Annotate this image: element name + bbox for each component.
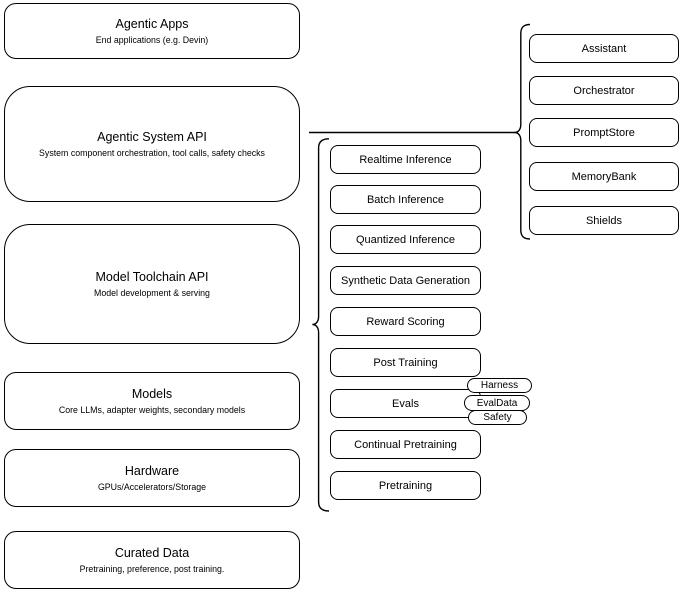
- node-evals: Evals: [330, 389, 481, 418]
- node-memorybank-label: MemoryBank: [571, 170, 637, 183]
- box-agentic-apps-title: Agentic Apps: [115, 16, 189, 31]
- node-synthetic-data-generation: Synthetic Data Generation: [330, 266, 481, 295]
- node-batch-inference-label: Batch Inference: [366, 193, 445, 206]
- node-pretraining: Pretraining: [330, 471, 481, 500]
- box-curated-data: Curated Data Pretraining, preference, po…: [4, 531, 300, 589]
- tag-evaldata: EvalData: [464, 395, 530, 411]
- system-group-brace: [514, 23, 531, 240]
- box-hardware-subtitle: GPUs/Accelerators/Storage: [97, 481, 207, 492]
- node-reward-scoring-label: Reward Scoring: [366, 315, 445, 328]
- node-orchestrator: Orchestrator: [529, 76, 679, 105]
- box-model-toolchain-api-title: Model Toolchain API: [95, 269, 209, 284]
- box-hardware-title: Hardware: [124, 463, 180, 478]
- box-curated-data-subtitle: Pretraining, preference, post training.: [79, 563, 225, 574]
- node-synthetic-data-generation-label: Synthetic Data Generation: [340, 274, 471, 287]
- box-hardware: Hardware GPUs/Accelerators/Storage: [4, 449, 300, 507]
- tag-evaldata-label: EvalData: [476, 397, 518, 409]
- node-memorybank: MemoryBank: [529, 162, 679, 191]
- tag-safety: Safety: [468, 410, 527, 425]
- tag-safety-label: Safety: [483, 412, 512, 423]
- box-model-toolchain-api: Model Toolchain API Model development & …: [4, 224, 300, 344]
- box-agentic-apps: Agentic Apps End applications (e.g. Devi…: [4, 3, 300, 59]
- box-models: Models Core LLMs, adapter weights, secon…: [4, 372, 300, 430]
- toolchain-group-brace: [312, 138, 330, 512]
- node-batch-inference: Batch Inference: [330, 185, 481, 214]
- node-realtime-inference: Realtime Inference: [330, 145, 481, 174]
- node-evals-label: Evals: [392, 397, 419, 410]
- box-models-subtitle: Core LLMs, adapter weights, secondary mo…: [58, 404, 246, 415]
- node-assistant-label: Assistant: [581, 42, 627, 55]
- node-post-training: Post Training: [330, 348, 481, 377]
- tag-harness-label: Harness: [480, 380, 519, 391]
- node-post-training-label: Post Training: [373, 356, 438, 369]
- node-shields-label: Shields: [585, 214, 623, 227]
- node-promptstore: PromptStore: [529, 118, 679, 147]
- node-quantized-inference: Quantized Inference: [330, 225, 481, 254]
- node-realtime-inference-label: Realtime Inference: [359, 153, 452, 166]
- box-curated-data-title: Curated Data: [114, 545, 190, 560]
- node-promptstore-label: PromptStore: [573, 126, 635, 139]
- box-agentic-system-api: Agentic System API System component orch…: [4, 86, 300, 202]
- box-model-toolchain-api-subtitle: Model development & serving: [94, 287, 210, 298]
- node-shields: Shields: [529, 206, 679, 235]
- box-agentic-system-api-subtitle: System component orchestration, tool cal…: [39, 147, 265, 158]
- node-orchestrator-label: Orchestrator: [573, 84, 635, 97]
- node-quantized-inference-label: Quantized Inference: [355, 233, 456, 246]
- box-agentic-apps-subtitle: End applications (e.g. Devin): [95, 34, 209, 45]
- node-pretraining-label: Pretraining: [378, 479, 433, 492]
- tag-harness: Harness: [467, 378, 532, 393]
- box-models-title: Models: [131, 386, 173, 401]
- node-reward-scoring: Reward Scoring: [330, 307, 481, 336]
- node-assistant: Assistant: [529, 34, 679, 63]
- node-continual-pretraining: Continual Pretraining: [330, 430, 481, 459]
- node-continual-pretraining-label: Continual Pretraining: [354, 438, 457, 451]
- box-agentic-system-api-title: Agentic System API: [97, 129, 207, 144]
